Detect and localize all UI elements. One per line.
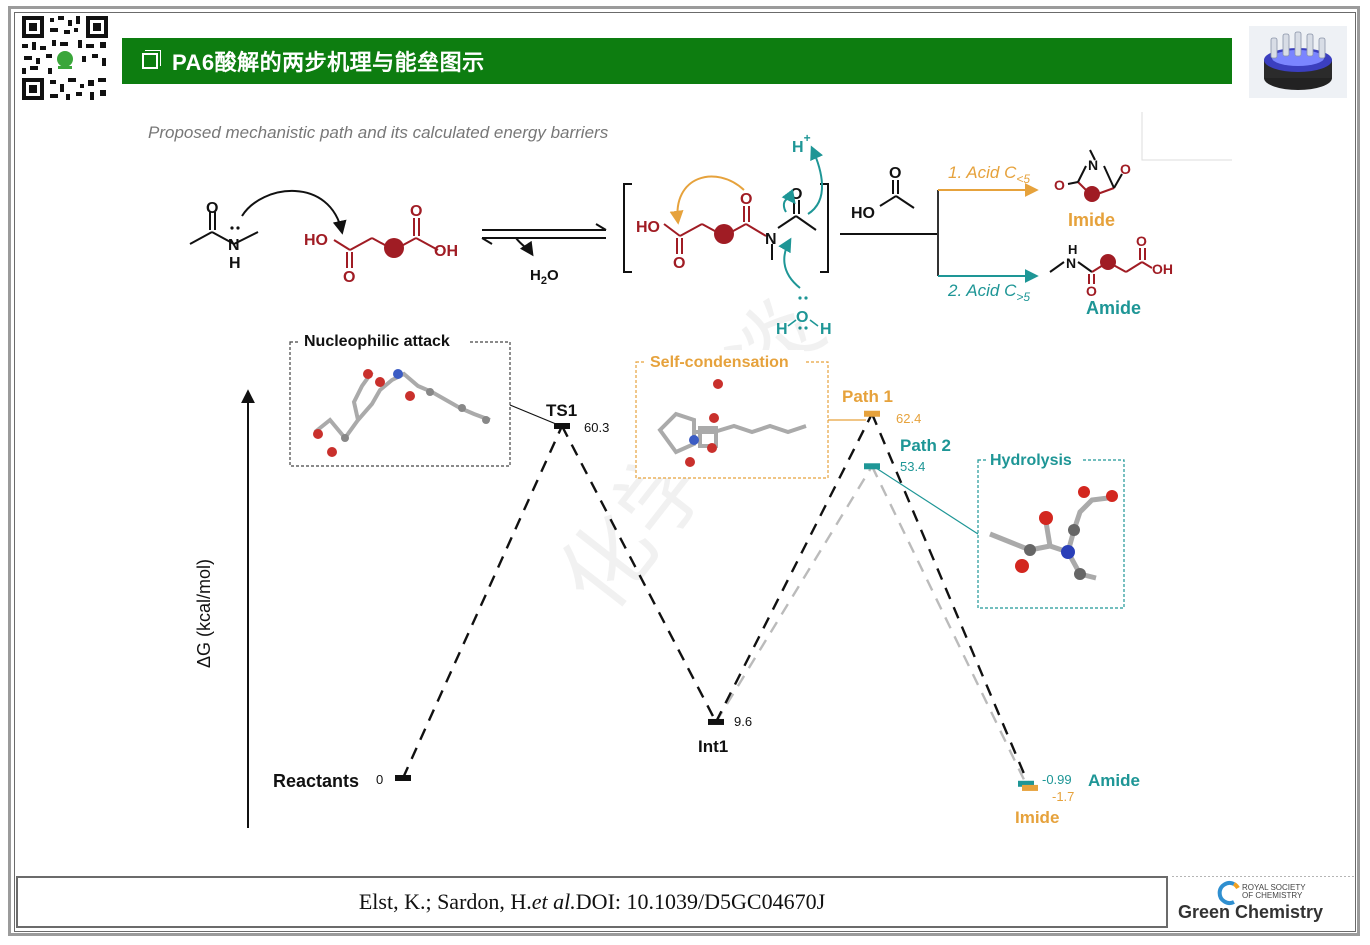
path2-label: Path 2: [900, 436, 951, 455]
water-label: H2O: [530, 267, 559, 287]
profile-lines: [401, 413, 1032, 789]
level-path-2: [864, 463, 880, 470]
acid-o1: O: [343, 269, 355, 286]
reactant-amide: [189, 212, 259, 245]
inner-frame: [14, 12, 1356, 932]
reactants-value: 0: [376, 772, 383, 787]
reagent-o: O: [889, 165, 901, 182]
int-o1: O: [673, 255, 685, 272]
inset-self-condensation: Self-condensation: [635, 350, 829, 479]
reactor-icon: [1249, 26, 1347, 98]
path1-condition: 1. Acid C<5: [948, 163, 1030, 186]
y-axis-label: ΔG (kcal/mol): [194, 559, 214, 668]
journal-name: Green Chemistry: [1178, 902, 1324, 922]
checkbox-icon: [142, 53, 158, 69]
amide-n: N: [228, 237, 240, 254]
qr-code-icon: [20, 14, 110, 102]
ts1-to-int1-line: [560, 425, 718, 723]
reagent-ho: HO: [851, 205, 875, 222]
int1-to-path1-line: [714, 413, 874, 723]
level-reactants: [395, 775, 411, 781]
level-int1: [708, 718, 724, 725]
acid-ho: HO: [304, 232, 328, 249]
rsc-line2: OF CHEMISTRY: [1242, 891, 1303, 900]
water-o: O: [796, 309, 808, 326]
path2-value: 53.4: [900, 459, 925, 474]
outer-frame: [8, 6, 1360, 936]
reactants-to-ts1-line: [401, 425, 564, 779]
imide-level-value: -1.7: [1052, 789, 1074, 804]
imide-level-label: Imide: [1015, 808, 1059, 827]
path2-condition: 2. Acid C>5: [947, 281, 1030, 304]
path2-fall-line: [870, 465, 1028, 785]
amide-oh-atom: OH: [1152, 261, 1173, 277]
amide-n-atom: N: [1066, 255, 1076, 271]
inset-nucleophilic-attack: Nucleophilic attack: [289, 330, 511, 467]
page-title: PA6酸解的两步机理与能垒图示: [172, 50, 485, 75]
intermediate-chain: [663, 206, 767, 254]
imide-o1: O: [1054, 177, 1065, 193]
amide-h-atom: H: [1068, 242, 1077, 257]
int-o2: O: [740, 191, 752, 208]
self-condensation-arrow: [669, 175, 745, 225]
imide-n: N: [1088, 157, 1098, 173]
amide-o2-atom: O: [1136, 233, 1147, 249]
title-bar: PA6酸解的两步机理与能垒图示: [122, 38, 1232, 84]
amide-level-label: Amide: [1088, 771, 1140, 790]
profile-levels: [395, 410, 1038, 791]
int1-value: 9.6: [734, 714, 752, 729]
proton-arrow-small: [781, 188, 796, 213]
water-h1: H: [776, 321, 788, 338]
rsc-line1: ROYAL SOCIETY: [1242, 883, 1306, 892]
path1-label: Path 1: [842, 387, 893, 406]
ts1-value: 60.3: [584, 420, 609, 435]
acid-oh: OH: [434, 243, 458, 260]
inset-label-self-condensation: Self-condensation: [650, 354, 789, 371]
inset-hydrolysis: Hydrolysis: [977, 448, 1125, 609]
path1-value: 62.4: [896, 411, 921, 426]
water-attack-arrow: [778, 237, 801, 289]
amide-chain: [1088, 248, 1153, 284]
subtitle: Proposed mechanistic path and its calcul…: [148, 123, 609, 142]
path1-to-imide-line: [870, 413, 1032, 789]
amide-o: O: [206, 200, 218, 217]
int-n: N: [765, 231, 777, 248]
rsc-text: ROYAL SOCIETY OF CHEMISTRY: [1242, 884, 1306, 900]
imide-product-label: Imide: [1068, 210, 1115, 230]
journal-logo: ROYAL SOCIETY OF CHEMISTRY Green Chemist…: [1172, 876, 1354, 930]
level-amide: [1018, 780, 1034, 787]
reactants-label: Reactants: [273, 771, 359, 791]
amide-level-value: -0.99: [1042, 772, 1072, 787]
ts1-label: TS1: [546, 401, 577, 420]
citation-doi: DOI: 10.1039/D5GC04670J: [575, 889, 826, 914]
level-imide: [1022, 784, 1038, 791]
amide-h: H: [229, 255, 241, 272]
proton-release-arrow: [807, 145, 824, 215]
acid-o2: O: [410, 203, 422, 220]
level-ts1: [554, 423, 570, 429]
int-ho: HO: [636, 219, 660, 236]
water-h2: H: [820, 321, 832, 338]
inset-label-nucleophilic: Nucleophilic attack: [304, 333, 450, 350]
citation-footer: Elst, K.; Sardon, H. et al. DOI: 10.1039…: [16, 876, 1168, 928]
amide-product-label: Amide: [1086, 298, 1141, 318]
level-path-1: [864, 410, 880, 417]
citation-authors: Elst, K.; Sardon, H.: [358, 889, 532, 914]
inset-label-hydrolysis: Hydrolysis: [990, 452, 1072, 469]
equilibrium-arrows: [481, 223, 607, 257]
intermediate-brackets: [623, 183, 829, 273]
imide-o2: O: [1120, 161, 1131, 177]
amide-o1-atom: O: [1086, 283, 1097, 299]
int1-label: Int1: [698, 737, 728, 756]
citation-etal: et al.: [531, 889, 576, 914]
path2-rise-line: [714, 465, 874, 723]
hplus-label: H+: [792, 131, 811, 156]
nucleophilic-arrow: [241, 189, 347, 235]
